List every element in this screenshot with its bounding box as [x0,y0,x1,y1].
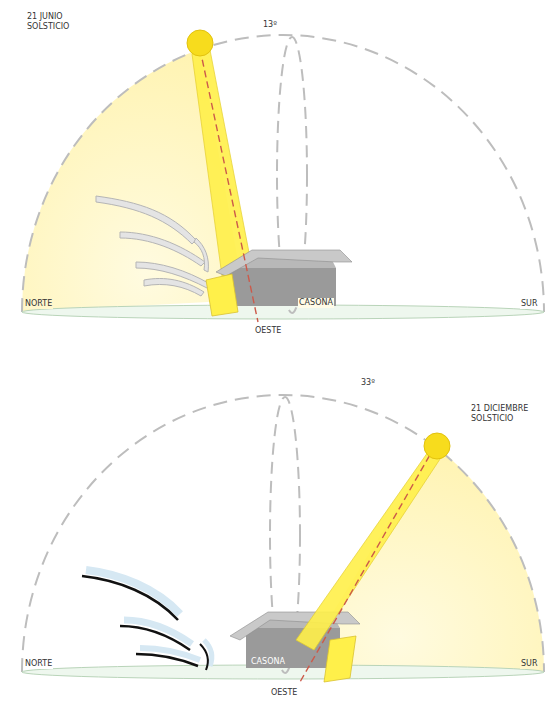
sun-ray-line [200,49,258,322]
building-label: CASONA [250,657,286,667]
direction-label: SUR [520,299,539,309]
house [206,250,352,316]
direction-label: OESTE [254,326,282,336]
horizon-plane [22,305,544,319]
sky-dome-arc [22,35,544,312]
sun-ray-band [192,50,252,276]
summer-panel [22,30,544,322]
winter-panel [22,395,544,682]
sun [424,433,450,459]
sky-dome-arc [22,395,544,672]
angle-label: 33º [360,378,376,388]
direction-label: OESTE [270,688,298,698]
sun-ray-band [296,452,442,650]
direction-label: SUR [520,659,539,669]
wind-streams [82,570,212,670]
sunlit-wall [324,636,356,682]
angle-label: 13º [262,20,278,30]
date-label: 21 JUNIO SOLSTICIO [26,12,90,32]
sun-ray-line [300,446,435,682]
sun [187,30,213,56]
wind-streams [96,196,210,296]
building-label: CASONA [298,298,334,308]
date-label: 21 DICIEMBRE SOLSTICIO [470,404,536,424]
direction-label: NORTE [24,299,53,309]
direction-label: NORTE [24,659,53,669]
